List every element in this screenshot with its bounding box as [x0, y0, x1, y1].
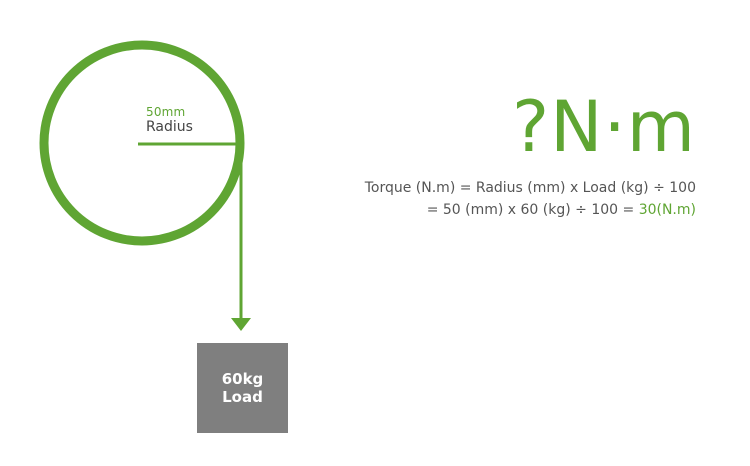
formula-result: 30(N.m): [638, 202, 696, 218]
load-mass: 60kg: [221, 370, 264, 388]
torque-formula: Torque (N.m) = Radius (mm) x Load (kg) ÷…: [365, 177, 696, 221]
load-box: 60kg Load: [197, 343, 288, 433]
torque-unit-headline: ?N·m: [512, 86, 696, 168]
radius-label: Radius: [146, 119, 193, 135]
arrow-down-icon: [231, 318, 251, 331]
load-label: Load: [222, 388, 263, 406]
radius-value: 50mm: [146, 105, 186, 119]
formula-calculation: = 50 (mm) x 60 (kg) ÷ 100 =: [426, 202, 639, 218]
formula-line-1: Torque (N.m) = Radius (mm) x Load (kg) ÷…: [364, 180, 696, 196]
formula-line-2: = 50 (mm) x 60 (kg) ÷ 100 = 30(N.m): [365, 199, 696, 221]
